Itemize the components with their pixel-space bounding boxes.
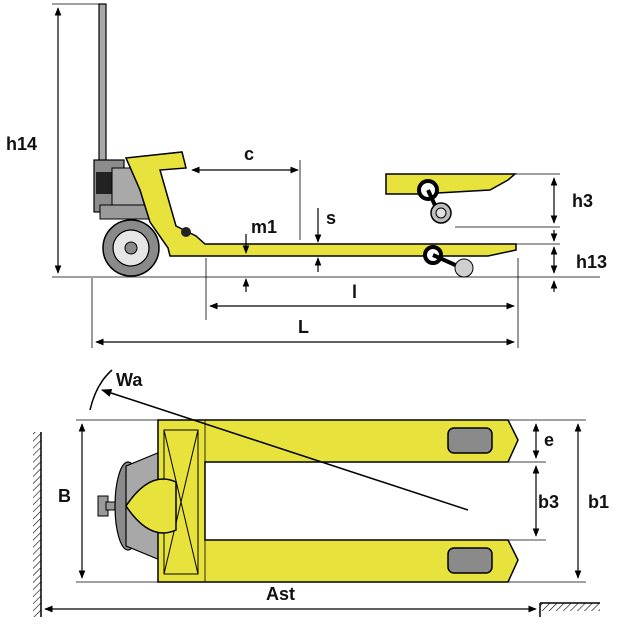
fork-roller-tail — [454, 258, 474, 278]
e-label: e — [544, 430, 554, 450]
top-roller-upper — [447, 427, 493, 454]
b1-label: b1 — [588, 492, 609, 512]
steer-wheel-hub — [124, 241, 138, 255]
wa-arc — [89, 369, 113, 411]
raised-roller-bottom-hub — [435, 207, 447, 219]
h3-label: h3 — [572, 191, 593, 211]
truck-body — [124, 151, 517, 257]
side-view: h14 c m1 s h3 h13 l L — [6, 3, 607, 348]
top-view: Wa B e b3 b1 Ast — [33, 369, 609, 617]
L-label: L — [298, 317, 309, 337]
h13-label: h13 — [576, 252, 607, 272]
wa-radius — [101, 388, 469, 511]
l-label: l — [352, 282, 357, 302]
c-label: c — [244, 144, 254, 164]
top-pump-head — [125, 478, 177, 534]
B-label: B — [58, 486, 71, 506]
body-bolt — [181, 227, 191, 237]
s-label: s — [326, 208, 336, 228]
floor-hatch — [540, 603, 600, 611]
Ast-label: Ast — [266, 584, 295, 604]
b3-label: b3 — [538, 492, 559, 512]
chassis-lower — [99, 204, 153, 220]
m1-label: m1 — [251, 217, 277, 237]
handle-bar — [98, 3, 107, 165]
top-roller-lower — [447, 547, 493, 574]
Wa-label: Wa — [116, 370, 143, 390]
hydraulic-cap — [96, 172, 112, 194]
wall-hatch — [33, 432, 41, 617]
h14-label: h14 — [6, 134, 37, 154]
raised-fork — [385, 173, 518, 195]
